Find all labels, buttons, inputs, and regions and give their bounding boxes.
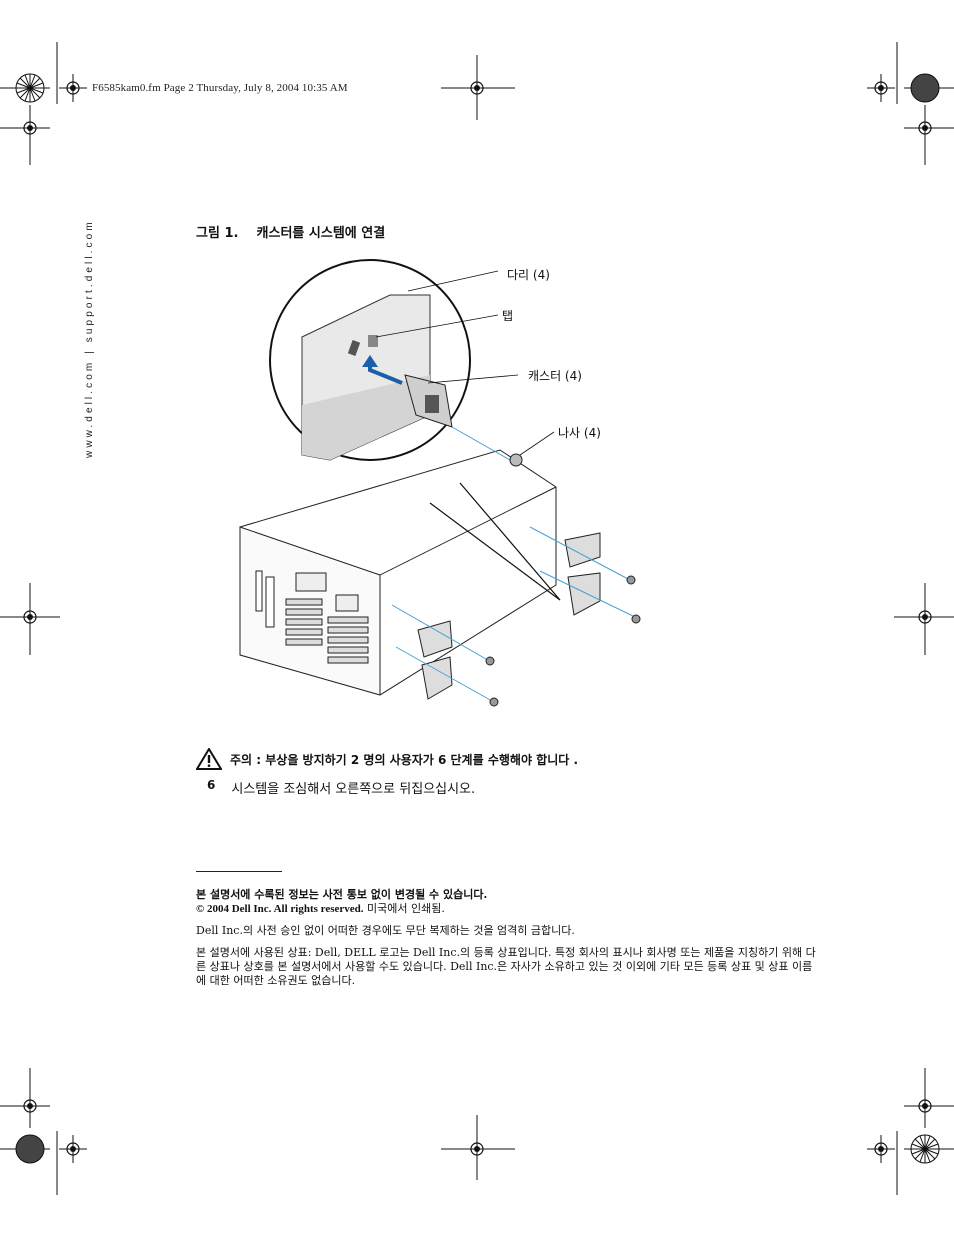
caution-notice: 주의 : 부상을 방지하기 2 명의 사용자가 6 단계를 수행해야 합니다 . — [196, 748, 578, 770]
footnotes: 본 설명서에 수록된 정보는 사전 통보 없이 변경될 수 있습니다. © 20… — [196, 888, 816, 996]
printed-in-text: 미국에서 인쇄됨. — [363, 902, 445, 915]
copyright-text: © 2004 Dell Inc. All rights reserved. — [196, 903, 364, 915]
trademark-text: 본 설명서에 사용된 상표: Dell, DELL 로고는 Dell Inc.의… — [196, 946, 816, 987]
direction-arrow — [362, 355, 403, 385]
warning-triangle-icon — [196, 748, 222, 770]
reproduction-text: Dell Inc.의 사전 승인 없이 어떠한 경우에도 무단 복제하는 것을 … — [196, 924, 575, 937]
server-chassis — [239, 449, 557, 696]
step-text: 시스템을 조심해서 오른쪽으로 뒤집으십시오. — [231, 782, 476, 797]
step-number: 6 — [207, 778, 216, 792]
side-margin-url: www.dell.com | support.dell.com — [84, 219, 95, 458]
caster-attachment-illustration — [239, 259, 641, 707]
step-item: 6 시스템을 조심해서 오른쪽으로 뒤집으십시오. — [207, 778, 475, 797]
callout-leg: 다리 (4) — [507, 268, 550, 282]
caster-wheel-assembly — [404, 374, 453, 428]
callout-tab: 탭 — [502, 309, 514, 323]
callout-screw: 나사 (4) — [558, 426, 601, 440]
leg-plate — [301, 294, 431, 461]
print-slug-line: F6585kam0.fm Page 2 Thursday, July 8, 20… — [92, 82, 348, 94]
notice-text: 본 설명서에 수록된 정보는 사전 통보 없이 변경될 수 있습니다. — [196, 888, 488, 901]
callout-caster: 캐스터 (4) — [528, 369, 582, 383]
figure-caption: 그림 1. 캐스터를 시스템에 연결 — [196, 226, 386, 241]
footnote-divider — [196, 871, 282, 872]
magnifier-callout — [429, 482, 561, 601]
installed-casters — [417, 532, 601, 700]
screw-icon — [509, 453, 523, 467]
caution-text: 주의 : 부상을 방지하기 2 명의 사용자가 6 단계를 수행해야 합니다 . — [230, 752, 579, 767]
